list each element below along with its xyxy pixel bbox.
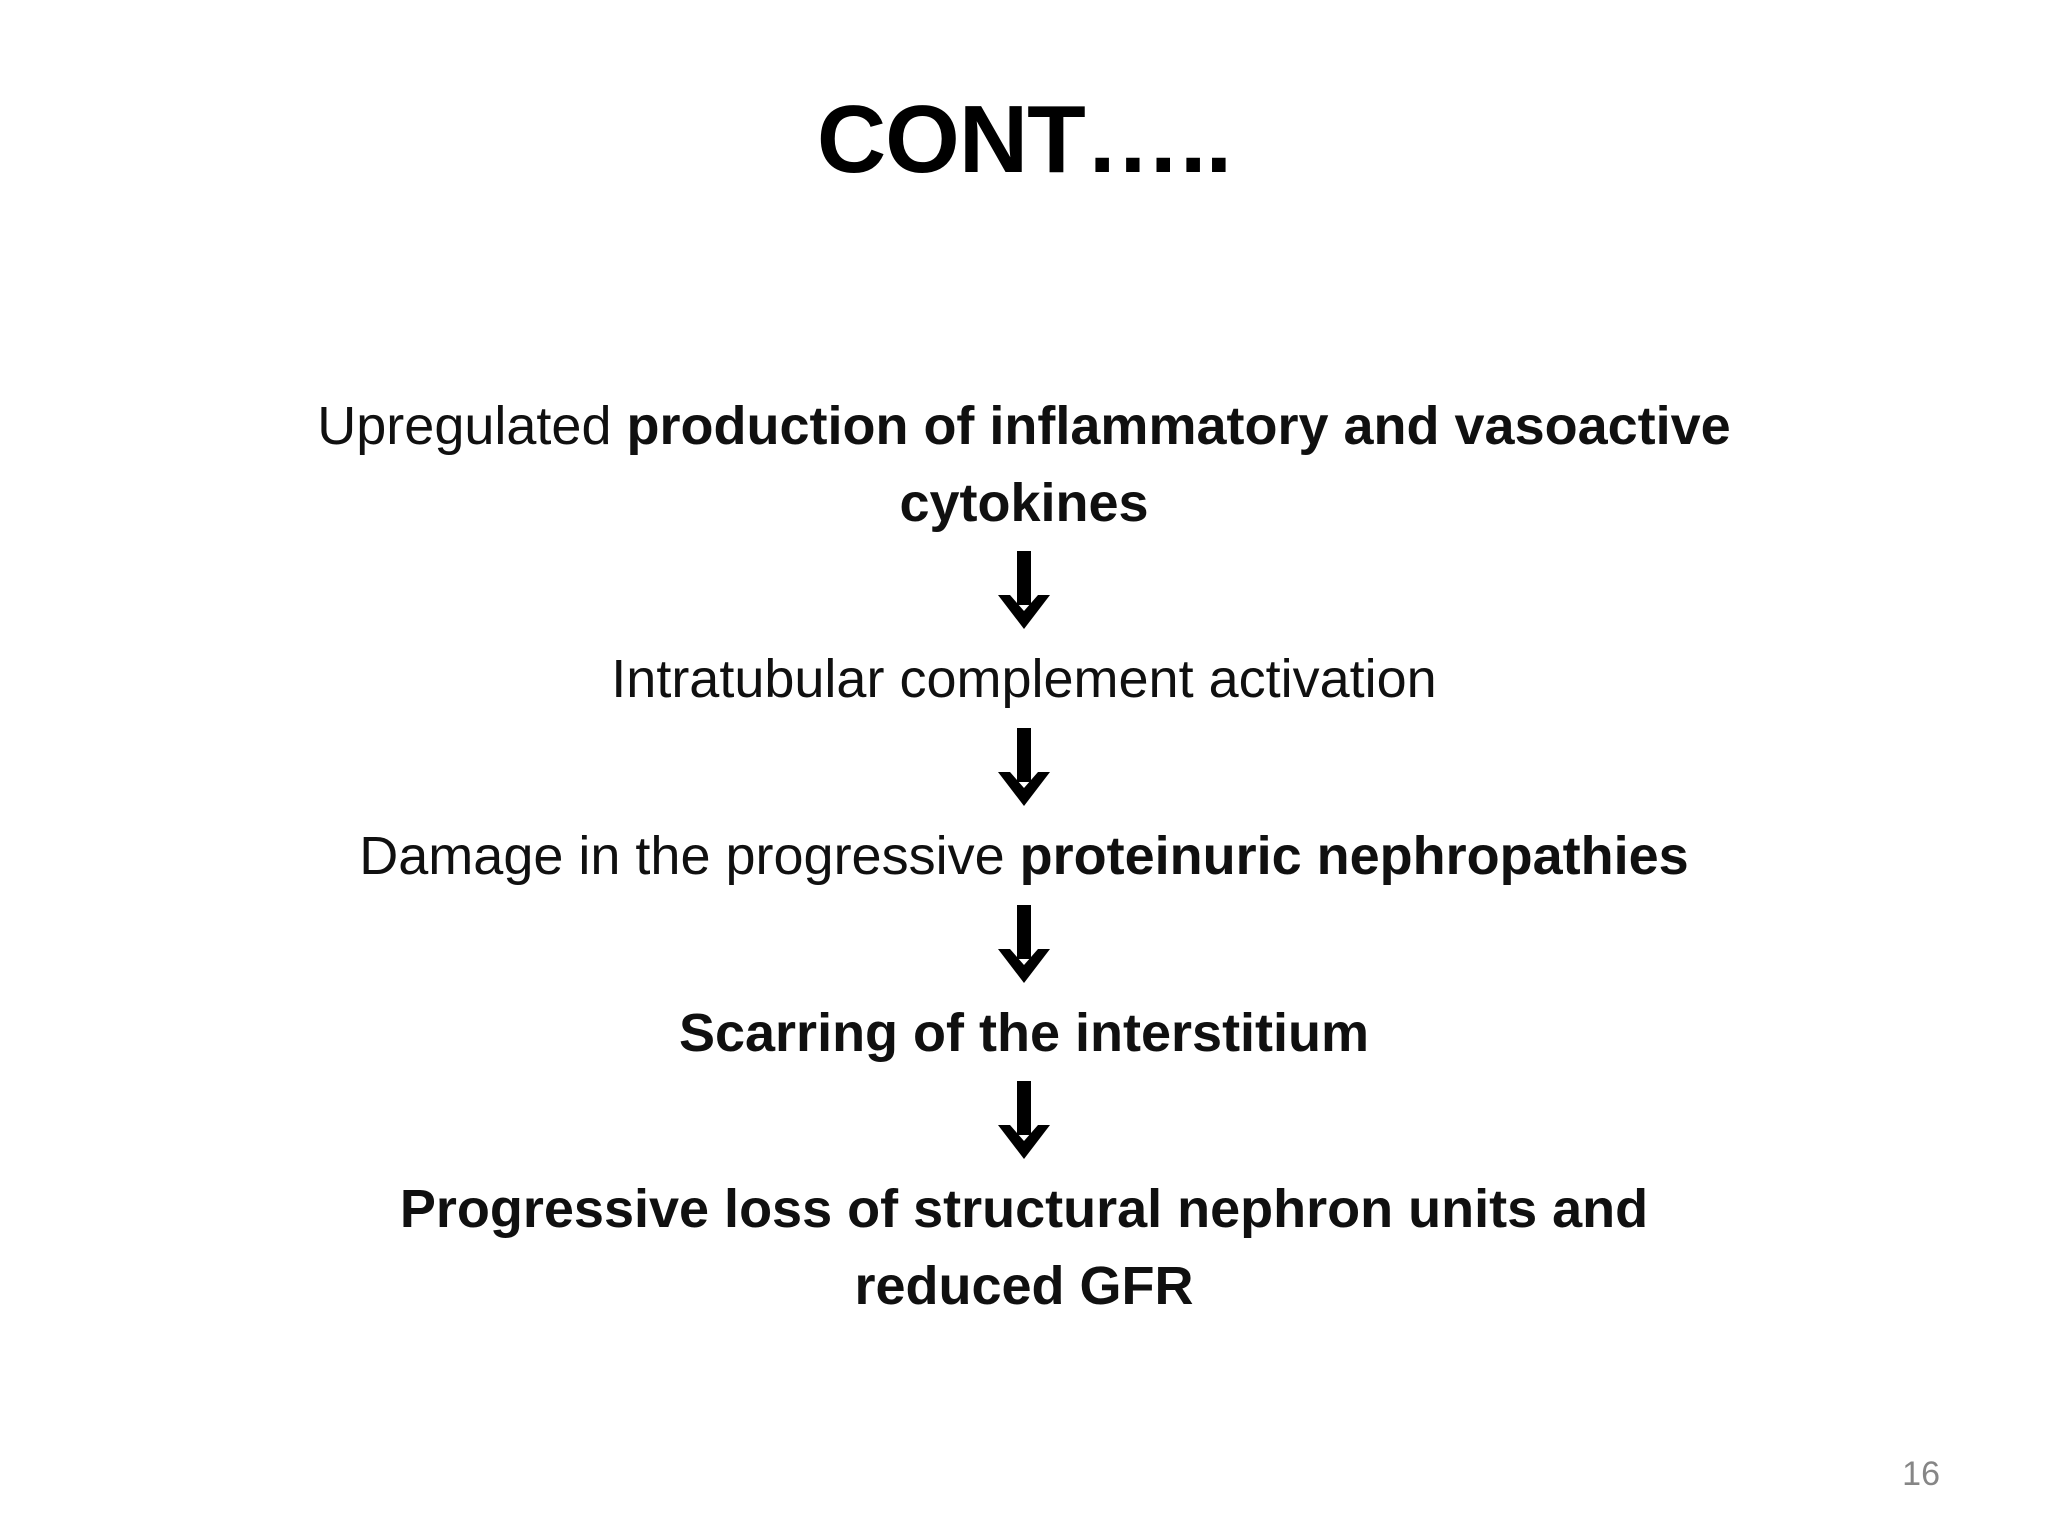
flow-step-1-emphasis: production of inflammatory and vasoactiv…: [626, 396, 1731, 533]
flow-step-1: Upregulated production of inflammatory a…: [314, 388, 1734, 541]
flow-step-3-lead: Damage in the progressive: [359, 826, 1020, 887]
flow-step-2: Intratubular complement activation: [204, 641, 1844, 718]
process-flow-diagram: Upregulated production of inflammatory a…: [0, 388, 2048, 1325]
flow-arrow-3: [964, 904, 1084, 989]
flow-arrow-2: [964, 728, 1084, 812]
slide-number: 16: [1902, 1455, 1940, 1493]
flow-step-4-label: Scarring of the interstitium: [678, 1002, 1370, 1063]
down-arrow-icon: [998, 1081, 1050, 1160]
flow-step-3: Damage in the progressive proteinuric ne…: [204, 818, 1844, 895]
down-arrow-icon: [998, 551, 1050, 630]
flow-step-5-label: Progressive loss of structural nephron u…: [399, 1179, 1649, 1317]
page-title: CONT…..: [816, 86, 1232, 193]
flow-step-4: Scarring of the interstitium: [204, 995, 1844, 1072]
down-arrow-icon: [998, 904, 1050, 983]
flow-arrow-1: [964, 551, 1084, 635]
flow-step-1-lead: Upregulated: [317, 396, 627, 456]
down-arrow-icon: [998, 728, 1050, 807]
flow-step-3-emphasis: proteinuric nephropathies: [1019, 826, 1689, 887]
flow-arrow-4: [964, 1081, 1084, 1165]
flow-step-5: Progressive loss of structural nephron u…: [359, 1171, 1689, 1324]
flow-step-2-label: Intratubular complement activation: [611, 649, 1437, 710]
